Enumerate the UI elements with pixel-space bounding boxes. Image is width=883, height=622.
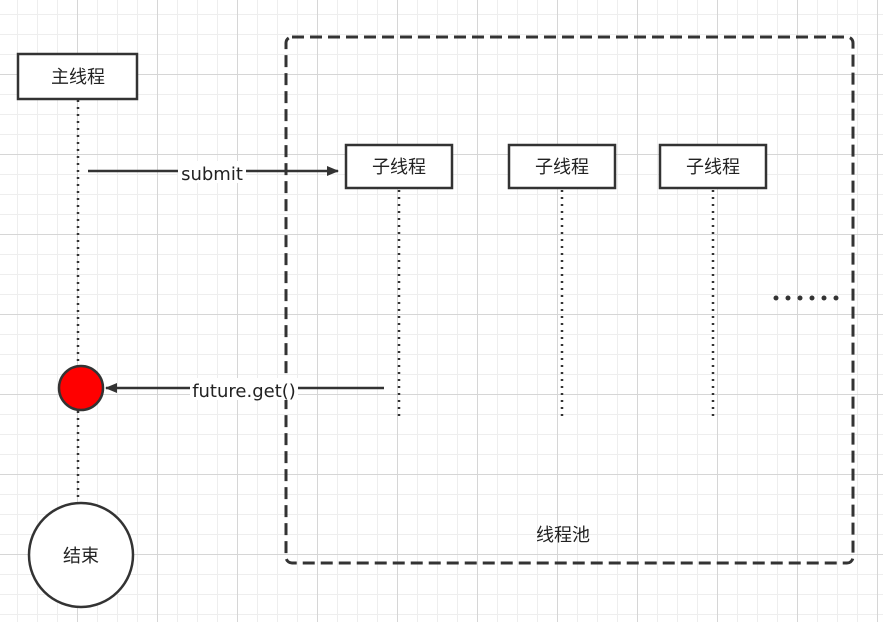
sub-thread-box-1 — [344, 143, 454, 190]
future-get-label: future.get() — [192, 381, 296, 402]
submit-label-bg — [178, 161, 246, 183]
sub-thread-box-3 — [658, 143, 768, 190]
main-thread-label: 主线程 — [51, 67, 105, 88]
sub-thread-label-3: 子线程 — [686, 157, 740, 178]
more-threads-marker — [773, 295, 839, 301]
sub-thread-label-1: 子线程 — [372, 157, 426, 178]
end-node-label: 结束 — [63, 546, 99, 567]
blocking-point — [57, 364, 105, 412]
thread-pool-label: 线程池 — [536, 525, 590, 546]
thread-pool-container — [284, 35, 855, 565]
future-get-label-bg — [190, 378, 298, 400]
main-thread-box — [16, 52, 139, 101]
sub-thread-box-2 — [507, 143, 617, 190]
end-node — [27, 501, 135, 609]
submit-label: submit — [181, 164, 243, 185]
sub-thread-label-2: 子线程 — [535, 157, 589, 178]
